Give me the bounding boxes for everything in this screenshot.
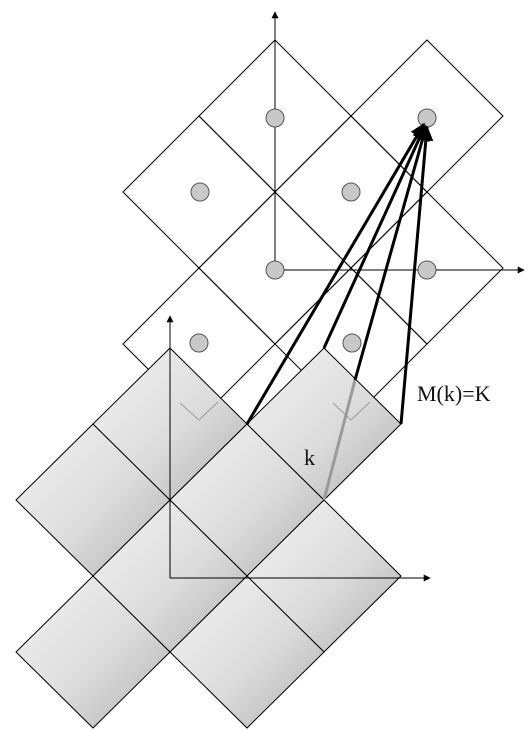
lattice-point xyxy=(341,182,361,202)
lattice-point xyxy=(190,182,210,202)
target-lattice-points xyxy=(189,108,437,353)
hidden-target-edges xyxy=(179,401,371,421)
source-tiling xyxy=(15,347,402,729)
map-arrow-bottom-corner-hidden xyxy=(322,379,357,501)
source-cell-label: k xyxy=(304,445,315,470)
hidden-edge xyxy=(332,401,371,421)
map-arrow-bottom-corner xyxy=(353,125,430,381)
map-arrow-left-corner xyxy=(245,122,426,425)
source-axes xyxy=(166,315,431,582)
target-lattice xyxy=(122,39,504,421)
hidden-edge xyxy=(179,401,219,421)
lattice-point xyxy=(342,333,362,353)
map-arrow-top-corner xyxy=(322,124,427,349)
target-axes xyxy=(271,11,525,274)
mapping-arrows xyxy=(245,122,434,501)
lattice-point xyxy=(265,260,285,280)
source-tile xyxy=(169,575,325,729)
lattice-point-K xyxy=(417,108,437,128)
lattice-point xyxy=(417,260,437,280)
lattice-point xyxy=(189,333,209,353)
map-arrow-right-corner xyxy=(399,125,434,425)
mapping-label: M(k)=K xyxy=(417,381,491,406)
lattice-point xyxy=(265,108,285,128)
